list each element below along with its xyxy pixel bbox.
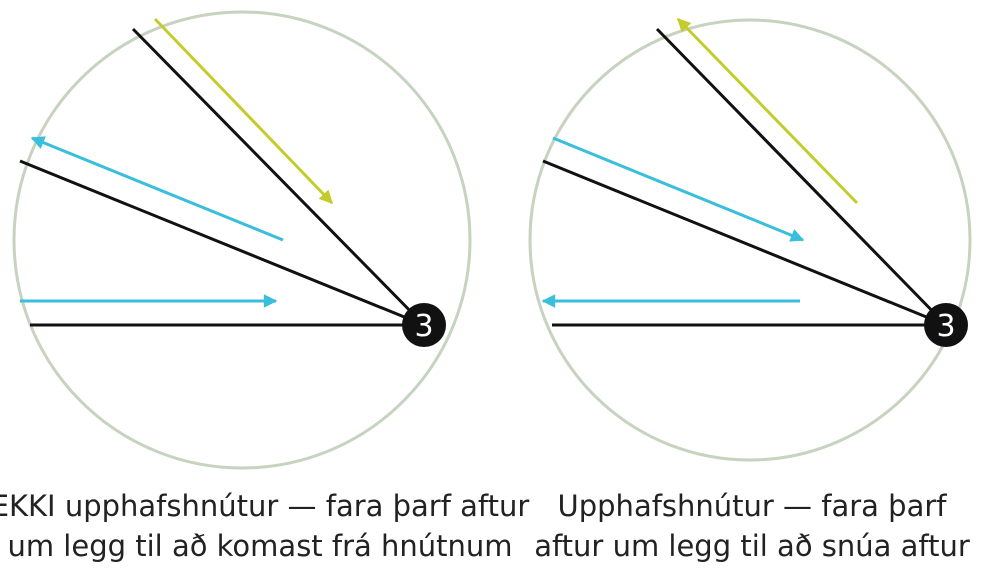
edge-upper [655,27,948,327]
caption-line: Upphafshnútur — fara þarf [557,489,947,523]
panel-right: 3 [528,17,972,462]
caption-line: EKKI upphafshnútur — fara þarf aftur [0,489,530,523]
arrow-blue-away-from-node [30,136,284,242]
node-3 [924,303,968,347]
node-3 [402,303,446,347]
caption-line: um legg til að komast frá hnútnum [7,529,513,563]
caption-not-start-node: EKKI upphafshnútur — fara þarf aftur um … [0,486,530,566]
caption-line: aftur um legg til að snúa aftur [534,529,970,563]
arrow-yellow-away-from-node [676,17,859,205]
edge-middle [19,159,425,327]
zoom-circle [528,18,972,462]
edge-middle [542,159,947,327]
zoom-circle [12,10,472,470]
caption-start-node: Upphafshnútur — fara þarf aftur um legg … [497,486,995,566]
node-3-label: 3 [936,309,955,344]
arrow-blue-toward-node [552,136,805,242]
panel-left: 3 [12,10,472,470]
edge-upper [131,27,426,327]
node-3-label: 3 [414,309,433,344]
arrow-yellow-toward-node [153,17,334,205]
